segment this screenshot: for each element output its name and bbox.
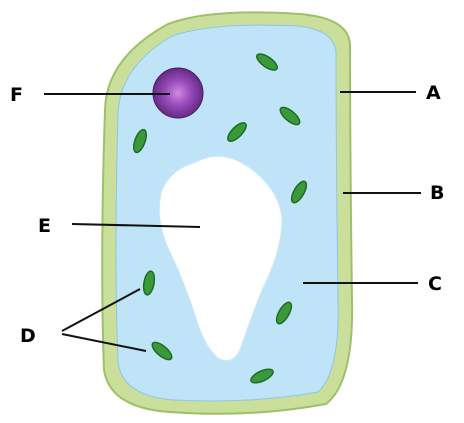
label-d: D: [20, 325, 36, 347]
label-b: B: [430, 182, 444, 204]
label-f: F: [10, 84, 23, 106]
label-c: C: [428, 273, 442, 295]
label-a: A: [426, 82, 441, 104]
label-e: E: [38, 215, 51, 237]
